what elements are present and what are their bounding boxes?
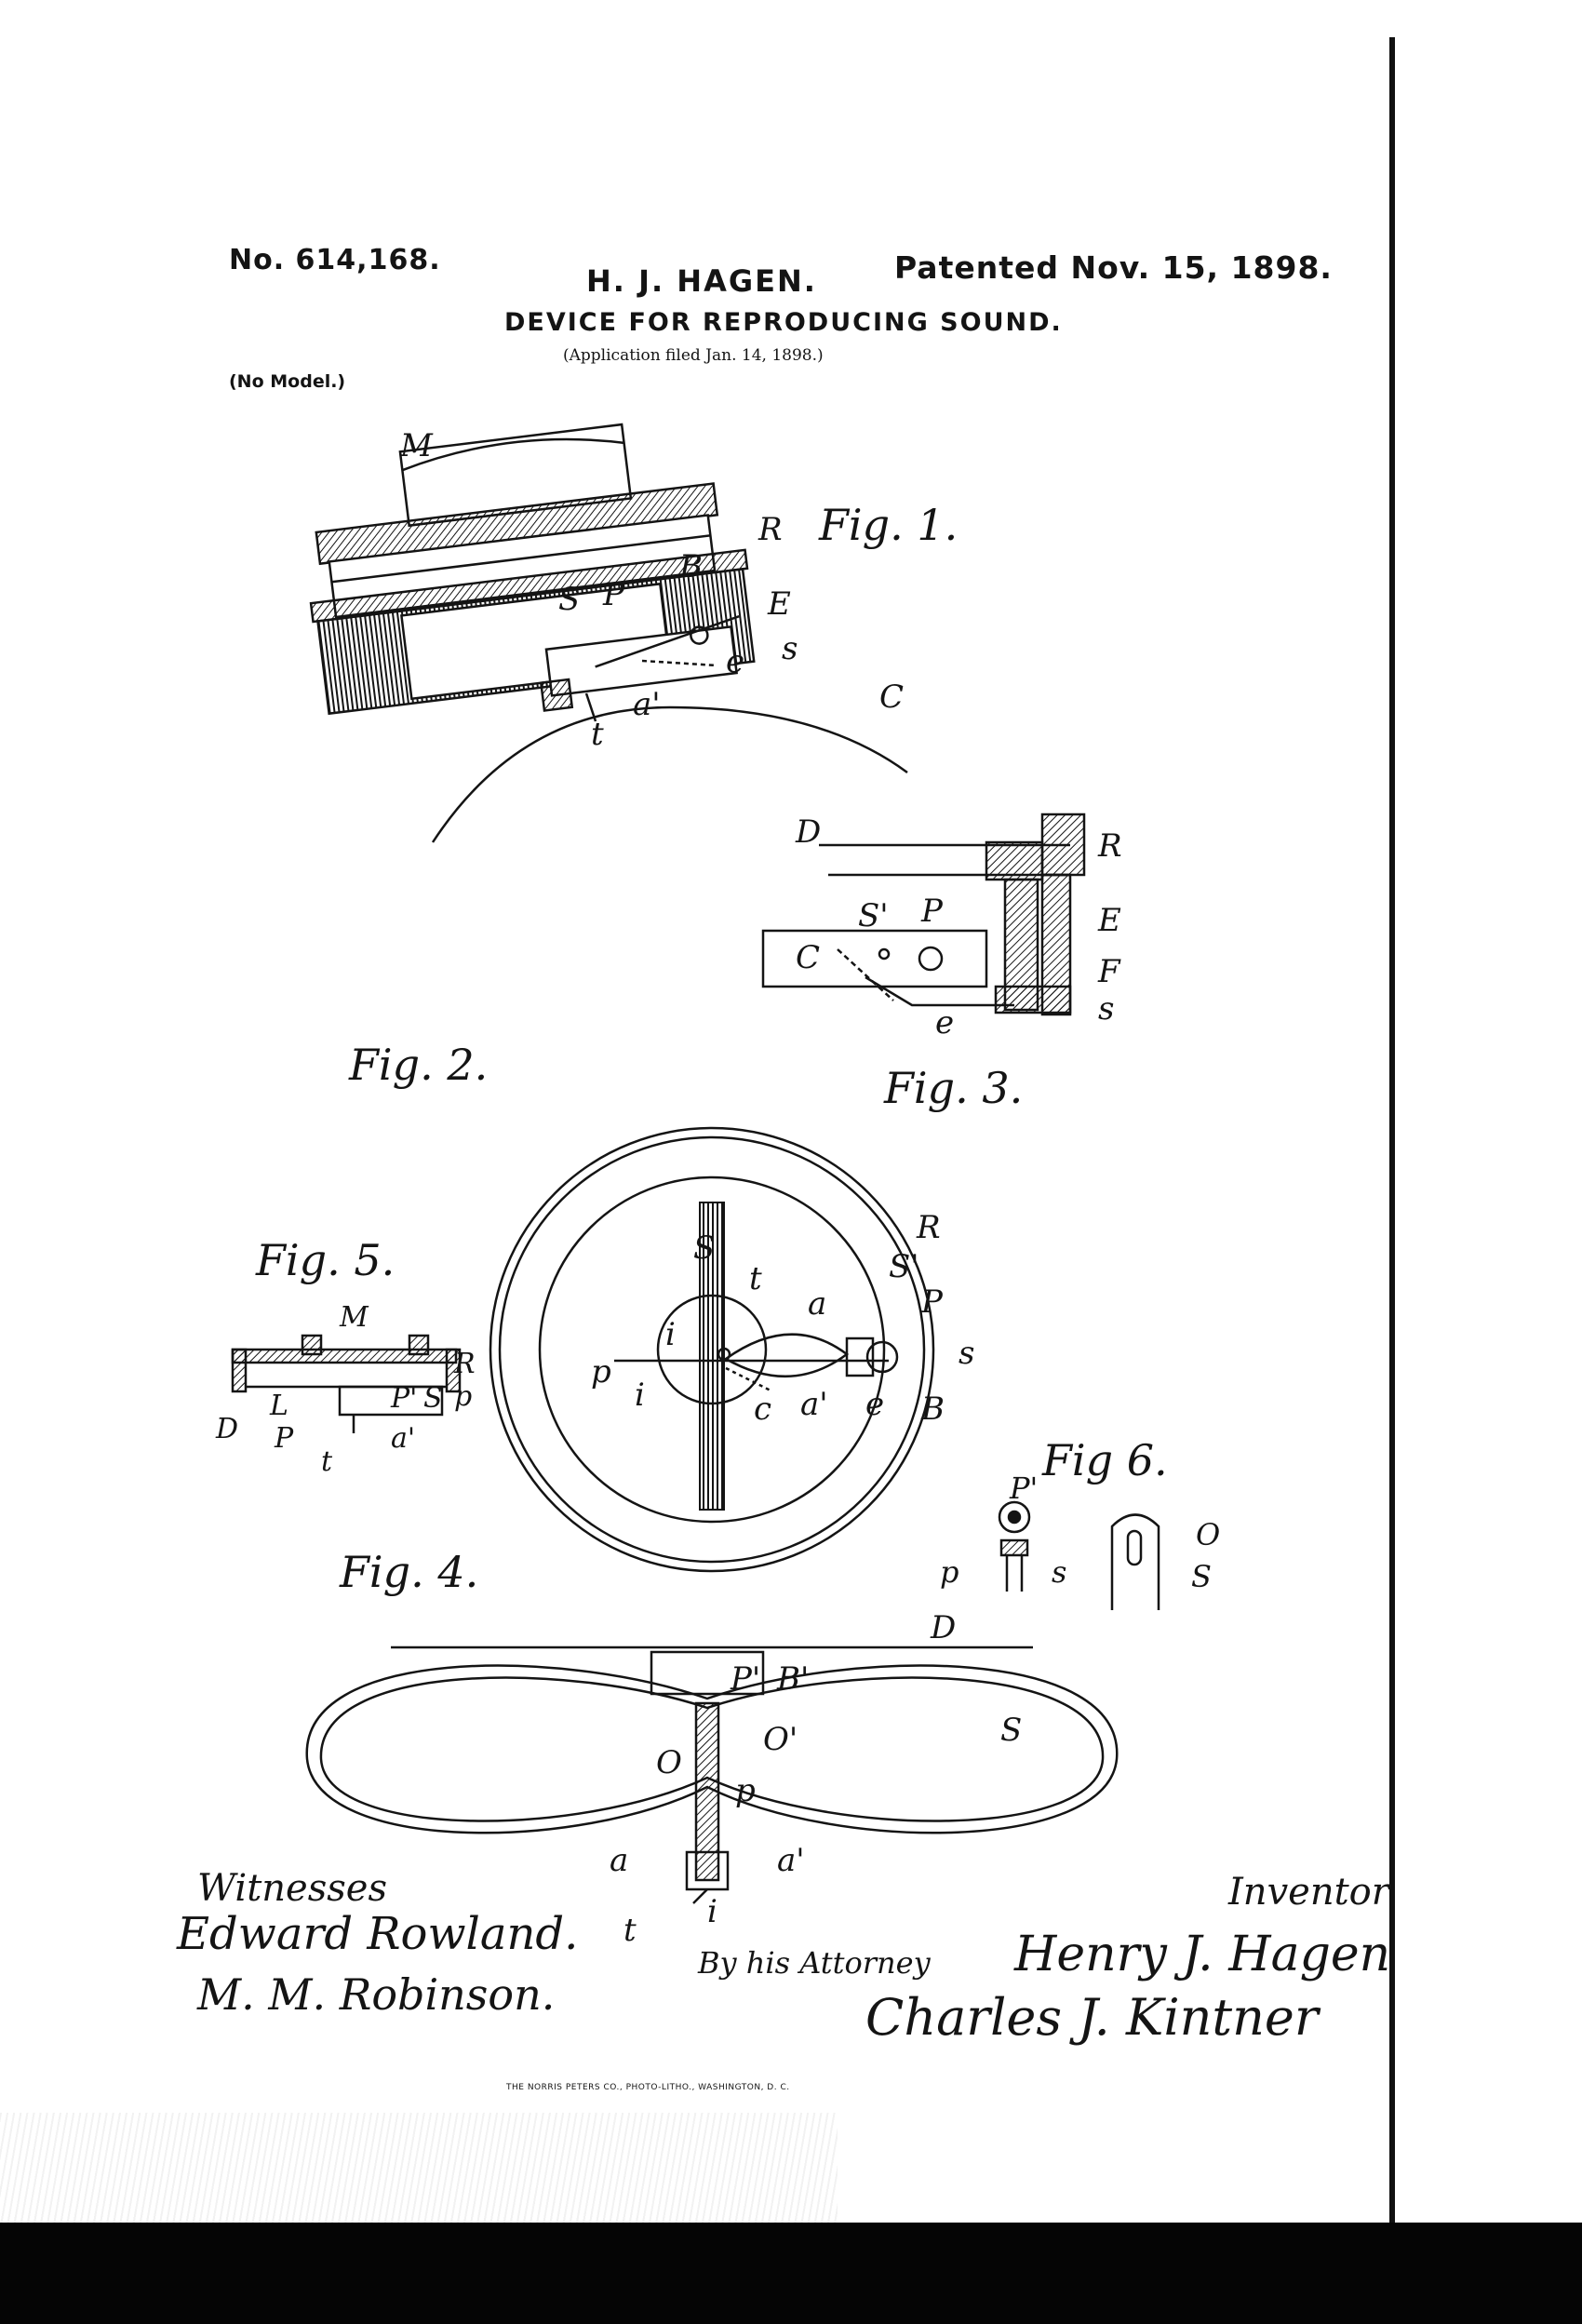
fig5-label-p: p xyxy=(454,1380,472,1413)
fig6-label-s: s xyxy=(1052,1554,1066,1590)
fig1-label-C: C xyxy=(879,678,904,716)
fig1-label-M: M xyxy=(399,427,434,464)
figure-1-drawing xyxy=(309,423,908,843)
fig1-label-R: R xyxy=(757,511,783,548)
fig7-label-P-prime: P' xyxy=(730,1660,760,1698)
fig4-label-B: B xyxy=(920,1390,945,1428)
fig4-label-S-prime: S' xyxy=(889,1248,919,1285)
inventor-label: Inventor xyxy=(1228,1871,1389,1914)
fig2-label-s: s xyxy=(1098,990,1114,1028)
attorney-label: By his Attorney xyxy=(698,1945,931,1981)
fig5-label-S: S xyxy=(423,1382,443,1415)
fig5-label-R: R xyxy=(453,1348,476,1380)
fig2-label-P: P xyxy=(920,893,944,930)
fig2-label-E: E xyxy=(1097,902,1121,939)
fig1-label-t: t xyxy=(591,716,604,753)
fig1-label-E: E xyxy=(767,585,791,623)
figure-3-label: Fig. 3. xyxy=(883,1063,1023,1113)
fig7-label-a: a xyxy=(610,1842,628,1879)
scan-noise xyxy=(0,2113,838,2223)
figure-7-drawing xyxy=(305,1646,1119,1904)
fig2-label-D: D xyxy=(795,813,821,851)
figure-4-label: Fig. 4. xyxy=(339,1547,478,1597)
page-right-edge-rule xyxy=(1389,37,1395,2266)
witness-signature-1: Edward Rowland. xyxy=(177,1908,579,1960)
scan-bottom-border xyxy=(0,2223,1582,2324)
model-note: (No Model.) xyxy=(229,371,346,392)
fig5-label-a-prime: a' xyxy=(391,1422,415,1455)
fig7-label-B-prime: B' xyxy=(776,1660,809,1698)
figure-1-label: Fig. 1. xyxy=(818,500,958,550)
figure-5-drawing xyxy=(231,1334,462,1433)
fig5-label-M: M xyxy=(339,1301,369,1334)
witnesses-label: Witnesses xyxy=(197,1867,387,1910)
fig4-label-P: P xyxy=(920,1283,944,1321)
fig1-label-e: e xyxy=(726,643,744,680)
fig4-label-e: e xyxy=(865,1386,884,1423)
fig6-label-P-prime: P' xyxy=(1009,1471,1038,1506)
figure-5-label: Fig. 5. xyxy=(255,1235,395,1285)
fig7-label-D: D xyxy=(930,1609,956,1646)
inventor-name: H. J. HAGEN. xyxy=(586,263,817,299)
inventor-signature: Henry J. Hagen xyxy=(1014,1927,1391,1982)
fig7-label-p: p xyxy=(735,1772,756,1809)
attorney-signature: Charles J. Kintner xyxy=(865,1988,1319,2047)
fig2-label-e: e xyxy=(935,1004,954,1041)
printer-credit: THE NORRIS PETERS CO., PHOTO-LITHO., WAS… xyxy=(506,2083,790,2092)
figure-2-label: Fig. 2. xyxy=(348,1040,488,1090)
patent-date: Patented Nov. 15, 1898. xyxy=(894,249,1333,286)
fig4-label-i-2: i xyxy=(635,1377,645,1414)
fig4-label-i: i xyxy=(665,1316,676,1353)
fig7-label-i: i xyxy=(707,1893,717,1930)
fig4-label-s: s xyxy=(959,1335,974,1372)
fig7-label-t: t xyxy=(623,1912,637,1949)
fig1-label-a-prime: a' xyxy=(633,686,661,723)
fig6-label-p: p xyxy=(940,1554,959,1590)
figure-6-drawing xyxy=(998,1500,1160,1610)
fig5-label-L: L xyxy=(269,1390,288,1422)
fig2-label-S-prime: S' xyxy=(858,897,889,934)
fig2-label-R: R xyxy=(1097,827,1122,865)
fig1-label-s: s xyxy=(782,630,798,667)
fig6-label-S: S xyxy=(1191,1559,1212,1594)
fig2-label-F: F xyxy=(1097,953,1121,990)
fig4-label-a: a xyxy=(808,1285,826,1323)
patent-title: DEVICE FOR REPRODUCING SOUND. xyxy=(504,308,1063,337)
fig4-label-p: p xyxy=(591,1353,611,1390)
fig4-label-t: t xyxy=(749,1260,762,1297)
fig1-label-P: P xyxy=(602,576,625,613)
fig5-label-P-prime: P' xyxy=(390,1382,417,1415)
fig6-label-O: O xyxy=(1196,1517,1220,1552)
figure-2-drawing xyxy=(761,813,1086,1016)
fig1-label-B: B xyxy=(678,548,703,585)
application-date: (Application filed Jan. 14, 1898.) xyxy=(563,346,824,365)
fig4-label-R: R xyxy=(916,1209,941,1246)
fig7-label-a-prime: a' xyxy=(777,1842,805,1879)
figure-6-label: Fig 6. xyxy=(1041,1435,1168,1485)
fig7-label-O-prime: O' xyxy=(763,1721,798,1758)
fig4-label-a-prime: a' xyxy=(800,1386,828,1423)
fig5-label-P: P xyxy=(274,1422,294,1455)
fig1-label-S: S xyxy=(558,581,580,618)
fig4-label-c: c xyxy=(754,1390,771,1428)
figure-4-drawing xyxy=(489,1126,935,1573)
fig7-label-S: S xyxy=(1000,1712,1022,1749)
witness-signature-2: M. M. Robinson. xyxy=(197,1969,556,2020)
fig7-label-O: O xyxy=(656,1744,682,1781)
fig5-label-t: t xyxy=(321,1445,333,1478)
fig5-label-D: D xyxy=(215,1413,238,1445)
fig2-label-C: C xyxy=(796,939,820,976)
patent-number: No. 614,168. xyxy=(229,244,441,276)
fig4-label-S: S xyxy=(693,1229,715,1267)
